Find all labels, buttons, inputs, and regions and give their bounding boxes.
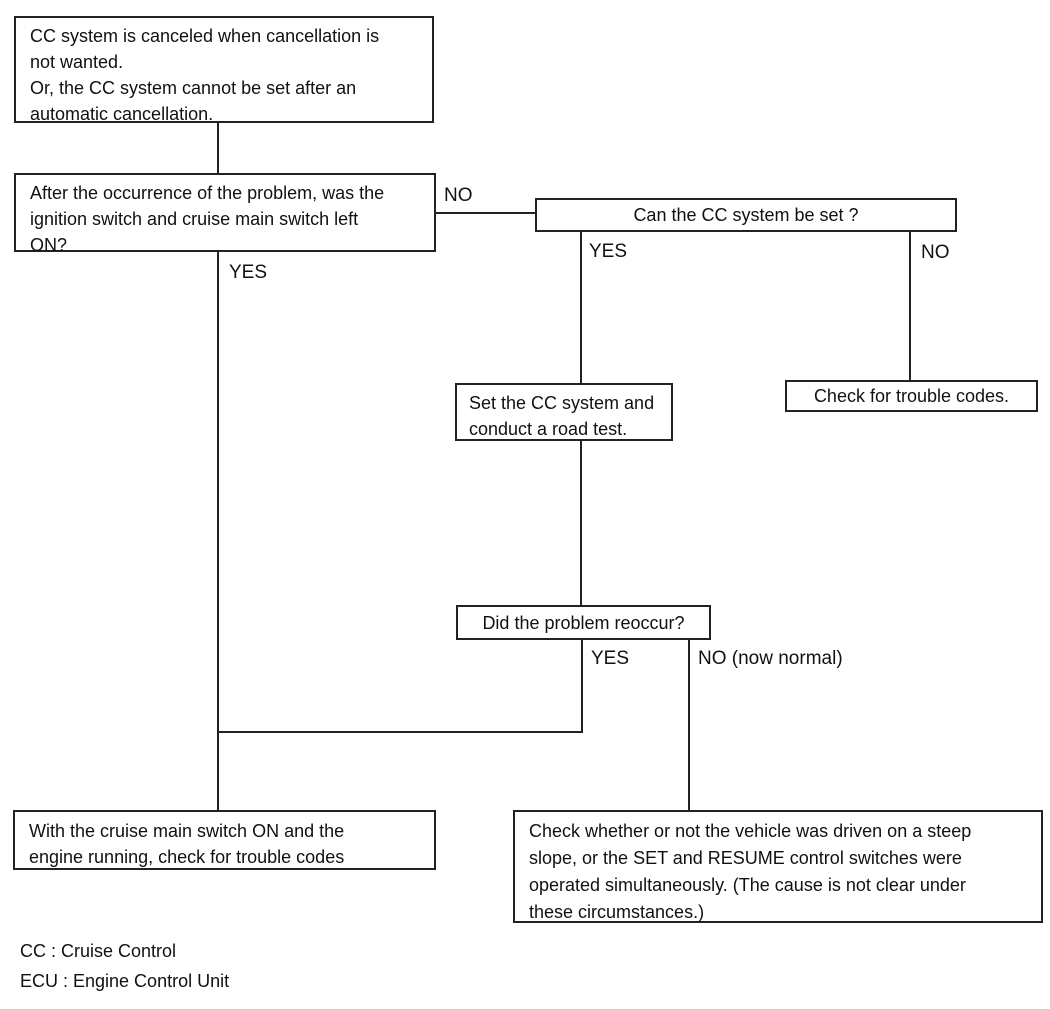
connector-ignition-no-right [435, 212, 536, 214]
branch-label-reoccur-yes: YES [591, 648, 630, 669]
connector-reoccur-yes-down [581, 639, 583, 733]
connector-reoccur-yes-left [217, 731, 583, 733]
branch-label-ignition-yes: YES [229, 262, 268, 283]
branch-label-ignition-no: NO [444, 185, 473, 206]
legend-cc: CC : Cruise Control [20, 941, 177, 961]
branch-label-canset-no: NO [921, 242, 950, 263]
flow-box-check-codes-engine-running: With the cruise main switch ON and the e… [13, 810, 436, 870]
flow-box-check-steep-slope: Check whether or not the vehicle was dri… [513, 810, 1043, 923]
flow-box-symptom: CC system is canceled when cancellation … [14, 16, 434, 124]
connector-symptom-to-ignition [217, 122, 219, 174]
connector-reoccur-no-down [688, 639, 690, 811]
flow-box-ignition-question: After the occurrence of the problem, was… [14, 173, 436, 255]
branch-label-canset-yes: YES [589, 241, 628, 262]
flow-box-check-trouble-codes: Check for trouble codes. [785, 380, 1038, 412]
flow-box-road-test: Set the CC system and conduct a road tes… [455, 383, 673, 441]
branch-label-reoccur-no: NO (now normal) [698, 648, 843, 669]
legend-ecu: ECU : Engine Control Unit [20, 971, 230, 991]
connector-roadtest-to-reoccur [580, 440, 582, 606]
connector-canset-no-down [909, 231, 911, 381]
connector-ignition-yes-down [217, 251, 219, 811]
flow-box-can-set-question: Can the CC system be set ? [535, 198, 957, 232]
legend: CC : Cruise Control ECU : Engine Control… [20, 936, 229, 996]
flow-box-reoccur-question: Did the problem reoccur? [456, 605, 711, 640]
connector-canset-yes-down [580, 231, 582, 384]
